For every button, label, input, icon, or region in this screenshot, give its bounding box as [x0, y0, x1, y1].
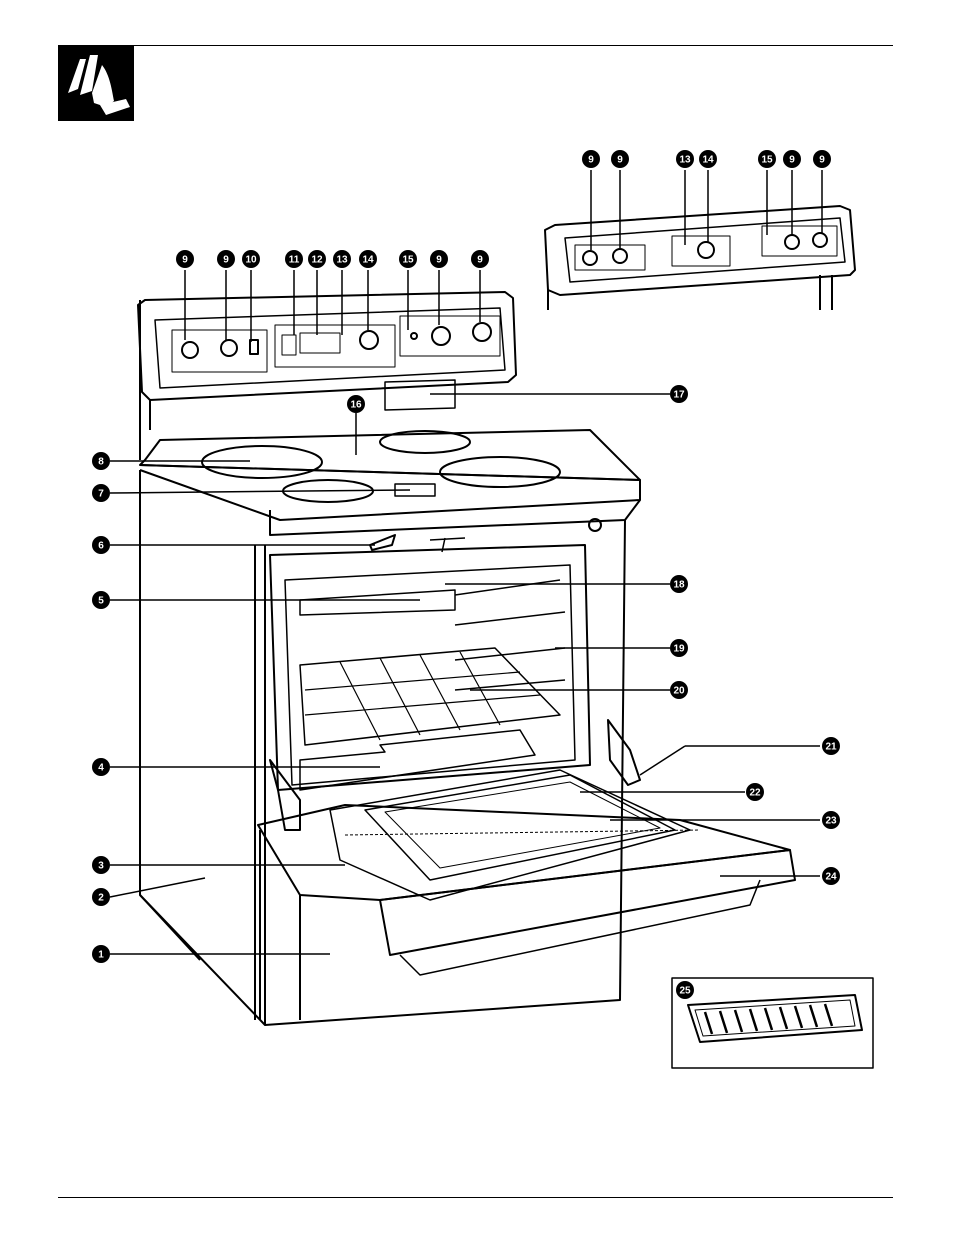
callout-number: 3	[98, 861, 104, 872]
callout-badge	[676, 150, 694, 168]
callout-badge	[285, 250, 303, 268]
callout-number: 17	[673, 390, 685, 401]
callout-number: 13	[336, 255, 348, 266]
inset-broil-pan	[671, 977, 874, 1069]
callout-number: 14	[362, 255, 374, 266]
leader-lines	[109, 170, 823, 955]
callout-badge	[670, 639, 688, 657]
door-latch	[369, 534, 396, 551]
callout-number: 12	[311, 255, 323, 266]
callout-badge	[359, 250, 377, 268]
callout-badge	[471, 250, 489, 268]
range-body	[139, 300, 626, 1026]
callout-badge	[670, 575, 688, 593]
callout-number: 9	[477, 255, 483, 266]
callout-badge	[92, 945, 110, 963]
callout-badge	[670, 385, 688, 403]
callout-badge	[813, 150, 831, 168]
callout-number: 15	[761, 155, 773, 166]
callout-number: 6	[98, 541, 104, 552]
callout-number: 21	[825, 742, 837, 753]
callout-number: 9	[182, 255, 188, 266]
callout-badge	[611, 150, 629, 168]
callout-badge	[676, 981, 694, 999]
callout-badge	[399, 250, 417, 268]
callout-number: 16	[350, 400, 362, 411]
callout-badge	[822, 867, 840, 885]
callout-badge	[746, 783, 764, 801]
callout-badge	[92, 758, 110, 776]
callout-number: 4	[98, 763, 104, 774]
callout-number: 15	[402, 255, 414, 266]
callout-number: 14	[702, 155, 714, 166]
oven-door	[257, 719, 796, 1020]
callout-number: 9	[436, 255, 442, 266]
callout-number: 9	[617, 155, 623, 166]
inset-control-panel	[544, 205, 856, 310]
callout-number: 2	[98, 893, 104, 904]
callout-number: 5	[98, 596, 104, 607]
callout-badge	[92, 856, 110, 874]
callout-number: 9	[789, 155, 795, 166]
callout-number: 20	[673, 686, 685, 697]
callout-number: 10	[245, 255, 257, 266]
callout-badge	[242, 250, 260, 268]
callout-badge	[333, 250, 351, 268]
callout-badge	[92, 484, 110, 502]
callout-number: 23	[825, 816, 837, 827]
callout-number: 11	[289, 255, 300, 266]
callout-badge	[176, 250, 194, 268]
callout-number: 9	[819, 155, 825, 166]
top-rule	[58, 45, 893, 46]
callout-badge	[699, 150, 717, 168]
callout-badge	[758, 150, 776, 168]
callout-badge	[92, 591, 110, 609]
callout-number: 9	[223, 255, 229, 266]
callout-number: 22	[749, 788, 761, 799]
callout-number: 1	[98, 950, 104, 961]
control-panel	[137, 291, 517, 430]
cooktop	[139, 379, 641, 536]
callout-number: 19	[673, 644, 685, 655]
callout-number: 25	[679, 986, 691, 997]
callout-number: 8	[98, 457, 104, 468]
hand-pressing-button-icon	[58, 45, 134, 121]
callout-badge	[822, 811, 840, 829]
callout-badge	[92, 888, 110, 906]
bottom-rule	[58, 1197, 893, 1198]
callout-badge	[430, 250, 448, 268]
callout-number: 18	[673, 580, 685, 591]
callout-badge	[347, 395, 365, 413]
callout-badge	[670, 681, 688, 699]
callout-number: 24	[825, 872, 837, 883]
callout-badge	[92, 452, 110, 470]
callout-badge	[308, 250, 326, 268]
callout-number: 13	[679, 155, 691, 166]
callout-badge	[783, 150, 801, 168]
callout-number: 9	[588, 155, 594, 166]
callout-number: 7	[98, 489, 104, 500]
callout-badge	[582, 150, 600, 168]
callout-badge	[217, 250, 235, 268]
callout-badge	[92, 536, 110, 554]
oven-cavity	[269, 544, 591, 791]
callout-badge	[822, 737, 840, 755]
